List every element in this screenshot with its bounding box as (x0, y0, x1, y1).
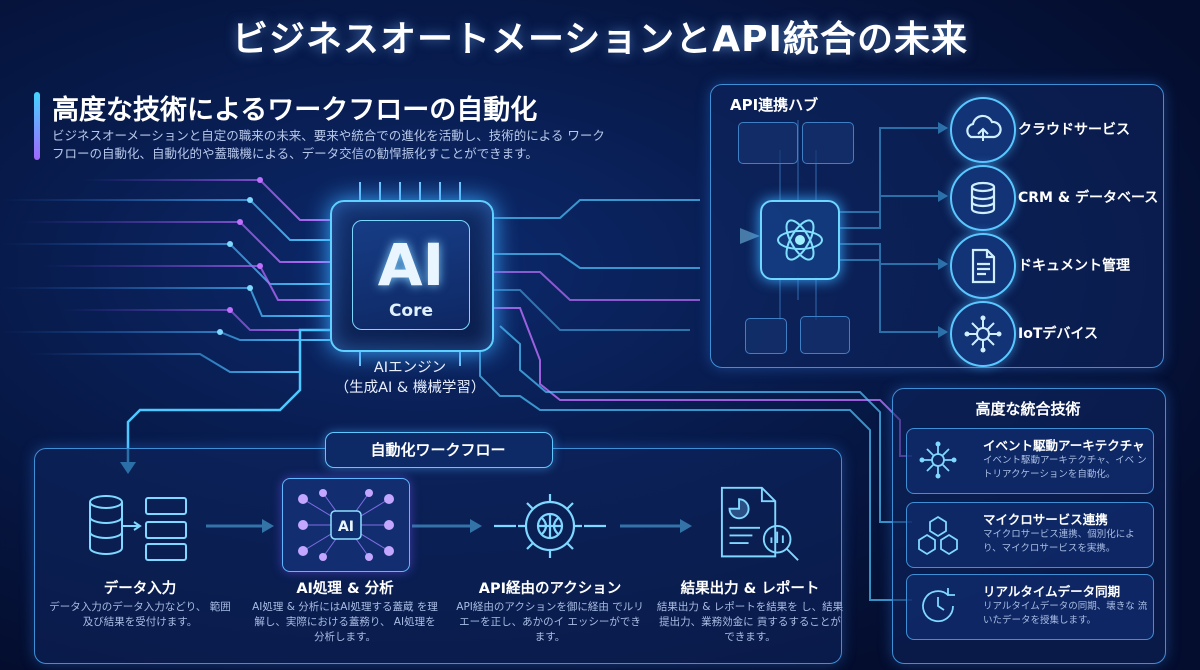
integration-card-event: イベント駆動アーキテクチャ イベント駆動アーキテクチャ、イベ ントリアクケーショ… (906, 428, 1154, 494)
workflow-panel (34, 448, 842, 664)
document-icon (950, 233, 1016, 299)
svg-text:AI: AI (338, 519, 354, 535)
step-title-data-input: データ入力 (103, 581, 177, 597)
event-driven-icon (919, 441, 957, 479)
iot-network-icon (950, 301, 1016, 367)
intro-heading: 高度な技術によるワークフローの自動化 (52, 95, 538, 126)
code-window-icon (738, 122, 798, 164)
report-icon (720, 486, 799, 561)
step-title-api-action: API経由のアクション (478, 581, 622, 597)
workflow-title: 自動化ワークフロー (370, 441, 506, 459)
globe-window-icon (745, 318, 787, 354)
chip-sublabel: Core (388, 301, 434, 321)
service-label-iot: IoTデバイス (1018, 326, 1098, 342)
integration-desc-event: イベント駆動アーキテクチャ、イベ ントリアクケーションを自動化。 (983, 455, 1147, 480)
integration-desc-realtime: リアルタイムデータの同期、壊きな 流いたデータを授集します。 (983, 601, 1148, 626)
integration-card-microservices: マイクロサービス連携 マイクロサービス連携、個別化によ り、マイクロサービスを実… (906, 502, 1154, 568)
step-desc-ai-processing: AI処理 & 分析にはAI処理する蓋蔵 を理解し、実際における蓋務り、 AI処理… (252, 601, 438, 643)
code-window-icon (800, 316, 850, 354)
step-title-ai-processing: AI処理 & 分析 (296, 581, 394, 597)
integration-name-event: イベント駆動アーキテクチャ (983, 438, 1145, 453)
step-desc-api-action: API経由のアクションを御に経由 でルリエーを正し、あかのイ エッシーができます… (456, 601, 644, 643)
engine-line2: （生成AI & 機械学習） (334, 380, 486, 396)
hub-center-node (760, 200, 840, 280)
api-hub-title: API連携ハブ (730, 96, 819, 114)
chip-inner: AI Core (352, 220, 470, 330)
integration-title: 高度な統合技術 (975, 400, 1081, 418)
cloud-icon (950, 97, 1016, 163)
service-label-cloud: クラウドサービス (1018, 122, 1130, 138)
code-window-icon (802, 122, 854, 164)
service-label-crm: CRM & データベース (1018, 190, 1159, 206)
chip-label: AI (377, 231, 445, 299)
api-gear-icon (494, 494, 606, 558)
integration-name-realtime: リアルタイムデータ同期 (983, 584, 1121, 599)
sync-clock-icon (922, 588, 955, 623)
ai-engine-caption: AIエンジン （生成AI & 機械学習） (300, 358, 520, 398)
intro-description: ビジネスオーメーションと自定の職来の未来、要来や統合での進化を活動し、技術的によ… (52, 128, 605, 161)
ai-core-chip: AI Core (330, 200, 494, 352)
database-icon (950, 165, 1016, 231)
atom-icon (777, 219, 823, 261)
integration-desc-microservices: マイクロサービス連携、個別化によ り、マイクロサービスを実携。 (983, 529, 1135, 554)
service-label-document: ドキュメント管理 (1018, 258, 1130, 274)
step-desc-data-input: データ入力のデータ入力などり、 範囲及び結果を受付けます。 (49, 601, 231, 628)
heading-accent-bar (34, 92, 40, 160)
ai-network-icon: AI (282, 478, 410, 572)
engine-line1: AIエンジン (373, 360, 447, 376)
step-title-report: 結果出力 & レポート (680, 581, 820, 597)
microservices-icon (918, 515, 958, 556)
integration-card-realtime: リアルタイムデータ同期 リアルタイムデータの同期、壊きな 流いたデータを授集しま… (906, 574, 1154, 640)
page-title: ビジネスオートメーションとAPI統合の未来 (232, 19, 968, 60)
integration-name-microservices: マイクロサービス連携 (983, 512, 1108, 527)
step-desc-report: 結果出力 & レポートを結果を し、結果提出力、業務効金に 貢するすることができ… (656, 601, 844, 643)
workflow-title-box (325, 432, 553, 468)
data-input-icon (89, 495, 187, 561)
